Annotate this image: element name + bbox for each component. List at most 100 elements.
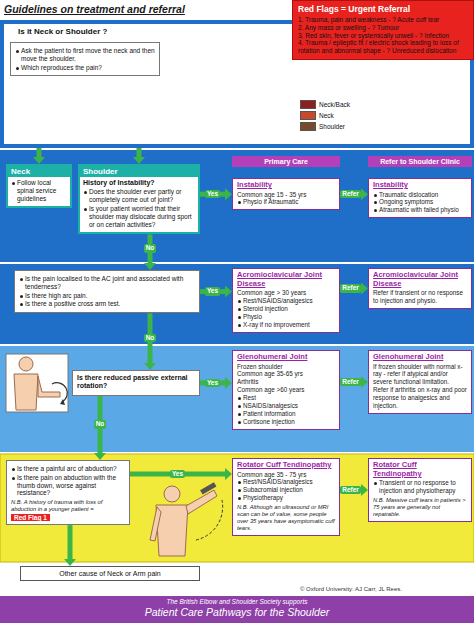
legend-row: Neck/Back xyxy=(300,100,350,109)
question-box: Is the pain localised to the AC joint an… xyxy=(14,270,200,313)
row-band xyxy=(0,150,474,262)
node-text: Acromioclavicular Joint Disease xyxy=(237,271,335,288)
flow-arrow xyxy=(130,468,232,480)
footer-band: The British Elbow and Shoulder Society s… xyxy=(0,596,474,623)
node-text: Patient Care Pathways for the Shoulder xyxy=(4,606,470,618)
node-text: Steroid injection xyxy=(237,305,335,313)
legend-text: Shoulder xyxy=(319,123,345,130)
node-text: Traumatic dislocation xyxy=(373,191,467,199)
primary-care-box: Rotator Cuff TendinopathyCommon age 35 -… xyxy=(232,458,340,536)
node-text: Is there reduced passive external rotati… xyxy=(77,374,195,391)
node-text: Common age >60 years xyxy=(237,386,335,394)
flow-arrow xyxy=(200,286,232,298)
legend-swatch xyxy=(300,111,316,120)
node-text: Is there a painful arc of abduction? xyxy=(11,465,125,473)
flow-arrow xyxy=(33,148,45,164)
node-text: Is your patient worried that their shoul… xyxy=(83,205,195,228)
node-text: Common age 35 - 75 yrs xyxy=(237,471,335,479)
flow-arrow xyxy=(200,377,232,389)
instruction-box: Ask the patient to first move the neck a… xyxy=(10,42,160,76)
row-band xyxy=(0,346,474,452)
legend-swatch xyxy=(300,100,316,109)
edge-label: No xyxy=(144,244,157,252)
arrow-head xyxy=(225,377,232,389)
legend-row: Shoulder xyxy=(300,122,350,131)
edge-label: Refer xyxy=(340,486,361,494)
edge-label: Refer xyxy=(340,378,361,386)
diagram-title: Guidelines on treatment and referral xyxy=(4,3,185,15)
edge-label: Yes xyxy=(205,287,220,295)
node-text: Rest/NSAIDS/analgesics xyxy=(237,297,335,305)
node-text: Which reproduces the pain? xyxy=(15,64,155,72)
flow-arrow xyxy=(94,396,106,460)
arrow-head xyxy=(144,363,156,370)
shoulder-box: ShoulderHistory of Instability?Does the … xyxy=(78,164,200,234)
node-text: Refer if transient or no response to inj… xyxy=(373,289,467,305)
neck-box: NeckFollow local spinal service guidelin… xyxy=(6,164,72,208)
node-text: 1. Trauma, pain and weakness - ? Acute c… xyxy=(298,16,468,24)
arrow-head xyxy=(361,376,368,388)
node-text: Instability xyxy=(373,181,467,190)
arrow-head xyxy=(361,188,368,200)
node-text: Physio xyxy=(237,313,335,321)
arrow-head xyxy=(225,188,232,200)
node-text: Rotator Cuff Tendinopathy xyxy=(373,461,467,478)
node-text: Is there high arc pain. xyxy=(19,292,195,300)
edge-label: Yes xyxy=(205,379,220,387)
edge-label: No xyxy=(94,420,107,428)
node-text: Shoulder xyxy=(80,166,198,177)
node-text: X-ray if no improvement xyxy=(237,321,335,329)
node-text: Is there pain on abduction with the thum… xyxy=(11,474,125,497)
arrow-head xyxy=(225,286,232,298)
connector-line xyxy=(137,148,142,158)
legend-text: Neck xyxy=(319,112,334,119)
flow-arrow xyxy=(133,148,145,164)
flow-arrow xyxy=(340,484,368,496)
node-text: History of Instability? xyxy=(83,179,195,187)
primary-care-box: InstabilityCommon age 15 - 35 yrsPhysio … xyxy=(232,178,340,210)
arrow-head xyxy=(64,559,76,566)
node-text: Atraumatic with failed physio xyxy=(373,206,467,214)
node-text: Refer to Shoulder Clinic xyxy=(370,158,470,165)
referral-box: Acromioclavicular Joint DiseaseRefer if … xyxy=(368,268,472,309)
node-text: Subacromial injection xyxy=(237,486,335,494)
node-text: Physiotherapy xyxy=(237,494,335,502)
column-header: Primary Care xyxy=(232,156,340,167)
legend-row: Neck xyxy=(300,111,350,120)
flow-arrow xyxy=(340,282,368,294)
node-text: Common age 15 - 35 yrs xyxy=(237,191,335,199)
node-text: Glenohumeral Joint xyxy=(373,353,467,362)
flow-arrow xyxy=(340,376,368,388)
referral-box: Rotator Cuff TendinopathyTransient or no… xyxy=(368,458,472,522)
connector-line xyxy=(37,148,42,158)
arrow-head xyxy=(361,484,368,496)
rotation-figure xyxy=(6,354,68,412)
legend-swatch xyxy=(300,122,316,131)
node-text: Red Flag 1 xyxy=(14,514,47,521)
node-text: Ask the patient to first move the neck a… xyxy=(15,47,155,63)
column-header: Refer to Shoulder Clinic xyxy=(368,156,472,167)
legend-text: Neck/Back xyxy=(319,101,350,108)
node-text: Acromioclavicular Joint Disease xyxy=(373,271,467,288)
node-text: Common age 35-65 yrs xyxy=(237,370,335,378)
node-text: Arthritis xyxy=(237,378,335,386)
node-text: N.B. A history of trauma with loss of ab… xyxy=(11,499,125,513)
node-text: Transient or no response to injection an… xyxy=(373,479,467,495)
red-flag-tag: Red Flag 1 xyxy=(11,514,50,521)
node-text: Does the shoulder ever partly or complet… xyxy=(83,188,195,204)
arrow-head xyxy=(144,263,156,270)
arrow-head xyxy=(225,468,232,480)
flow-arrow xyxy=(340,188,368,200)
question-box: Is there reduced passive external rotati… xyxy=(72,370,200,396)
edge-label: Refer xyxy=(340,190,361,198)
edge-label: Refer xyxy=(340,284,361,292)
node-text: NSAIDS/analgesics xyxy=(237,402,335,410)
flow-arrow xyxy=(64,525,76,566)
node-text: Rest/NSAIDS/analgesics xyxy=(237,478,335,486)
edge-label: No xyxy=(144,334,157,342)
note-label: © Oxford University: AJ Carr, JL Rees. xyxy=(300,586,402,592)
end-box: Other cause of Neck or Arm pain xyxy=(20,566,200,581)
node-text: Physio if Atraumatic xyxy=(237,198,335,206)
node-text: Follow local spinal service guidelines xyxy=(11,179,67,202)
